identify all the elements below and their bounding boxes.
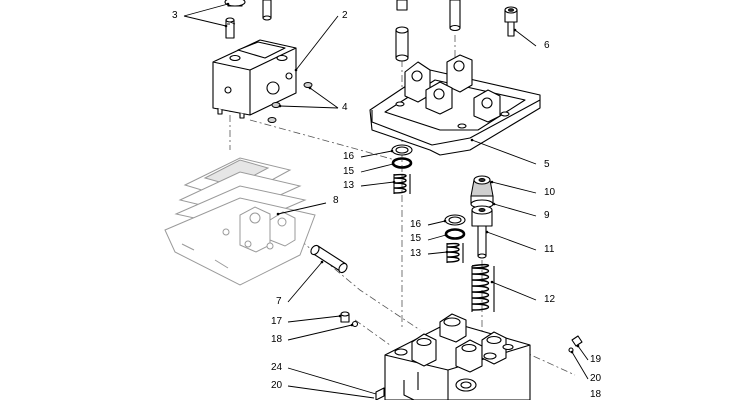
socket-head-screw	[504, 6, 518, 37]
callout-6: 6	[544, 40, 550, 51]
callout-5: 5	[544, 159, 550, 170]
leader-lines	[183, 3, 589, 399]
callout-15-upper: 15	[343, 166, 355, 177]
leader-dots	[224, 2, 580, 354]
callout-17: 17	[271, 316, 283, 327]
callout-11: 11	[544, 244, 555, 255]
guide-pin	[310, 244, 348, 274]
pins-top	[395, 0, 461, 62]
callout-18-right: 18	[590, 389, 602, 400]
callout-13-upper: 13	[343, 180, 355, 191]
main-spring	[471, 263, 495, 312]
small-pins	[267, 82, 313, 123]
callout-13-lower: 13	[410, 248, 422, 259]
callout-16-upper: 16	[343, 151, 355, 162]
seal-stack-center	[444, 214, 466, 263]
callout-20-left: 20	[271, 380, 283, 391]
upper-valve-body	[212, 39, 297, 119]
callout-12: 12	[544, 294, 556, 305]
main-valve-body	[375, 313, 531, 400]
callout-4: 4	[342, 102, 348, 113]
callout-18-left: 18	[271, 334, 283, 345]
lower-plate-assembly	[164, 157, 316, 286]
callout-15-lower: 15	[410, 233, 422, 244]
callout-10: 10	[544, 187, 556, 198]
callout-9: 9	[544, 210, 550, 221]
callout-8: 8	[333, 195, 339, 206]
callout-3: 3	[172, 10, 178, 21]
callout-19: 19	[590, 354, 602, 365]
callout-7: 7	[276, 296, 282, 307]
callout-24: 24	[271, 362, 283, 373]
stud-bolts	[224, 0, 272, 39]
callout-16-lower: 16	[410, 219, 422, 230]
callout-20-right: 20	[590, 373, 602, 384]
bracket-plate	[369, 54, 541, 156]
callout-2: 2	[342, 10, 348, 21]
plunger-assembly	[470, 175, 494, 259]
